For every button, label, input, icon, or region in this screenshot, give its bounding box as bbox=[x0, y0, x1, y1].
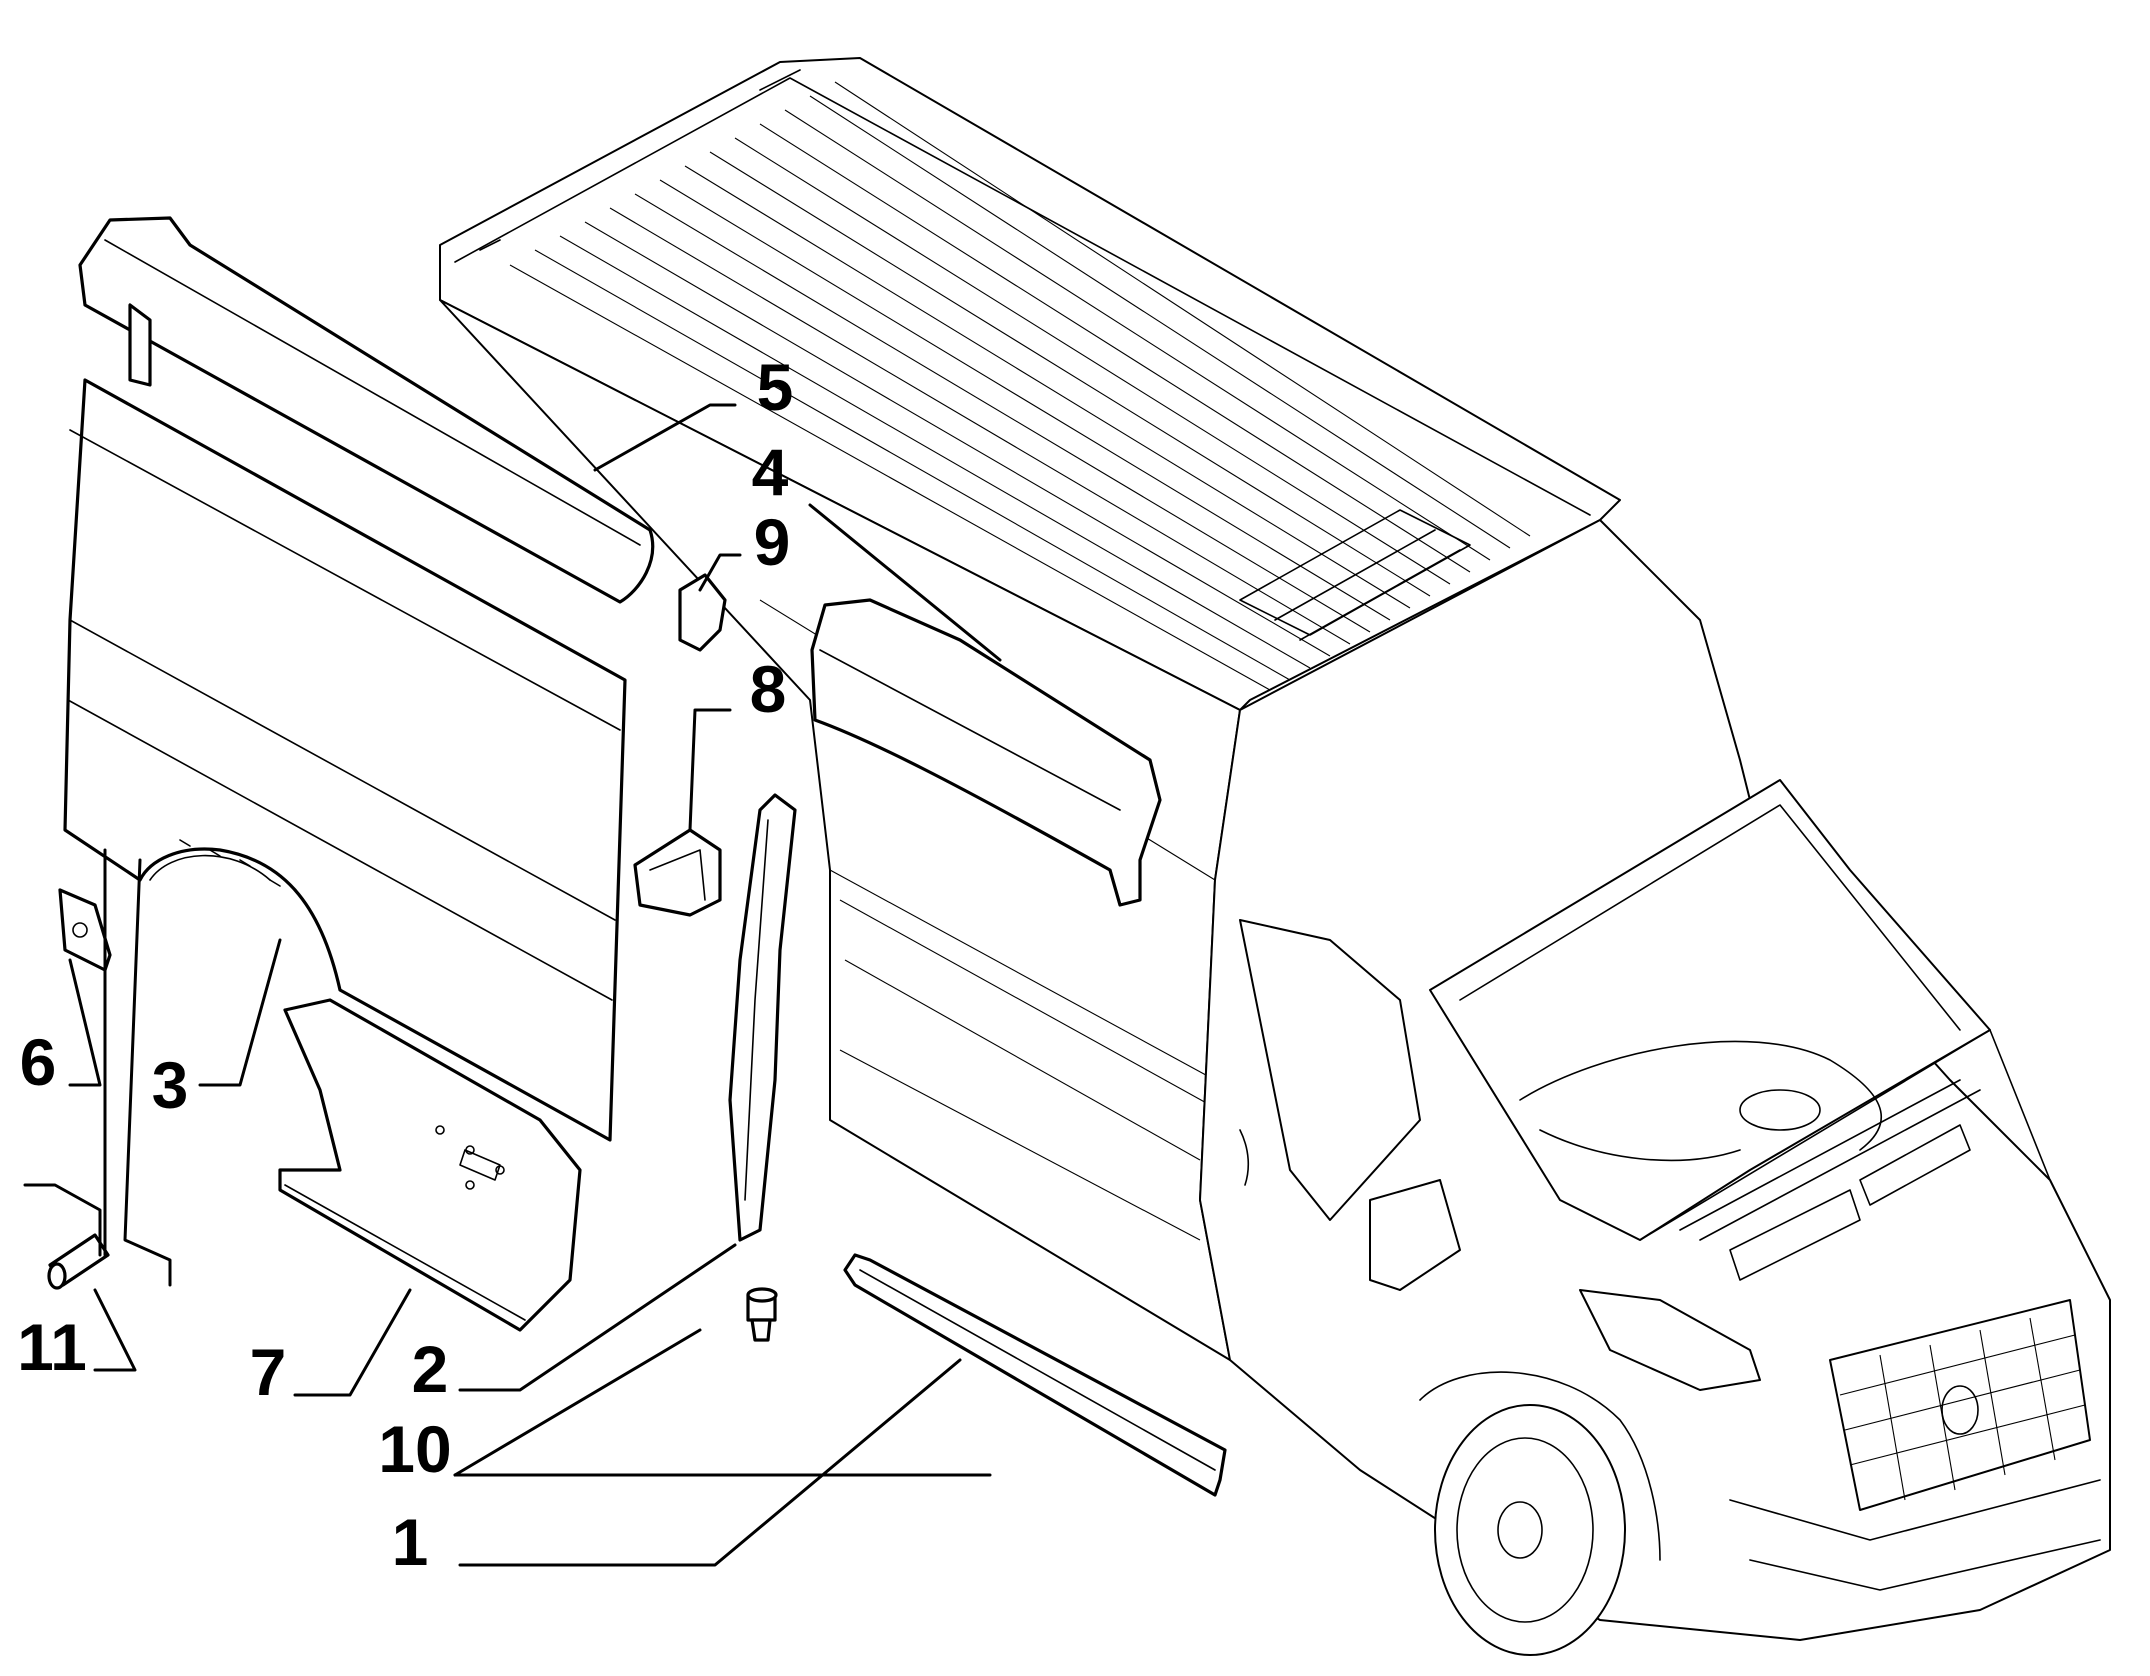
callout-6: 6 bbox=[20, 1025, 57, 1099]
callout-10: 10 bbox=[378, 1412, 451, 1486]
part-8-bracket bbox=[633, 828, 722, 917]
callout-1: 1 bbox=[392, 1505, 429, 1579]
van-badge bbox=[1941, 1385, 1979, 1435]
leader-lines bbox=[23, 403, 1002, 1567]
part-10-fastener bbox=[746, 1287, 778, 1342]
part-2-pillar bbox=[728, 793, 797, 1242]
roof-ribs bbox=[509, 81, 1531, 691]
callout-7: 7 bbox=[250, 1335, 287, 1409]
callout-9: 9 bbox=[754, 505, 791, 579]
part-7-holes bbox=[435, 1125, 505, 1190]
part-6-clip bbox=[58, 888, 112, 972]
part-7-lower-panel bbox=[278, 998, 582, 1332]
callout-3: 3 bbox=[152, 1048, 189, 1122]
callout-11: 11 bbox=[17, 1310, 87, 1384]
grille-bars bbox=[1839, 1317, 2086, 1501]
callout-4: 4 bbox=[752, 435, 789, 509]
van-headlight bbox=[1579, 1289, 1761, 1391]
part-3-side-panel bbox=[63, 378, 627, 1142]
van-front-wheel bbox=[1434, 1404, 1626, 1656]
van-illustration bbox=[439, 57, 2111, 1656]
van-mirror bbox=[1369, 1179, 1461, 1291]
callout-labels: 1 2 3 4 5 6 7 8 9 10 11 bbox=[17, 350, 793, 1579]
part-3-slots bbox=[179, 839, 281, 887]
callout-5: 5 bbox=[757, 350, 794, 424]
callout-8: 8 bbox=[750, 652, 787, 726]
van-windshield bbox=[1429, 779, 1991, 1241]
part-5-upper-rail bbox=[78, 216, 655, 604]
part-11-pin bbox=[47, 1233, 110, 1290]
part-9-clip bbox=[678, 573, 727, 652]
van-grille bbox=[1829, 1299, 2091, 1511]
part-4-trim-panel bbox=[810, 598, 1162, 907]
van-side-window bbox=[1239, 919, 1421, 1221]
callout-2: 2 bbox=[412, 1332, 449, 1406]
